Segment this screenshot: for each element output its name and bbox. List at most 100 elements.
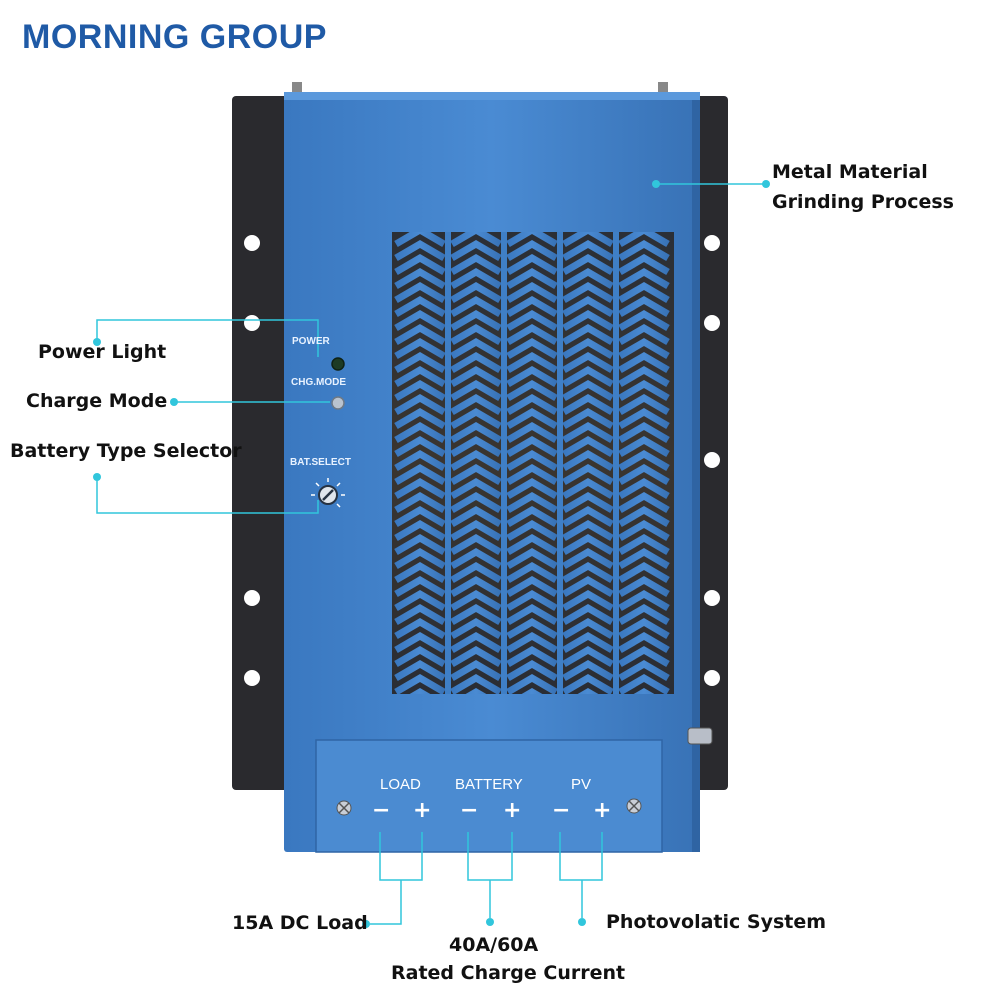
charge-mode-callout: Charge Mode xyxy=(26,390,168,412)
vent-slat xyxy=(618,519,670,542)
vent-slat xyxy=(618,631,670,654)
vent-slat xyxy=(618,393,670,416)
vent-slat xyxy=(450,631,502,654)
vent-slat xyxy=(506,253,558,276)
vent-slat xyxy=(506,533,558,556)
vent-slat xyxy=(450,407,502,430)
vent-slat xyxy=(450,351,502,374)
dc-load-callout: 15A DC Load xyxy=(232,912,368,934)
vent-slat xyxy=(394,407,446,430)
vent-slat xyxy=(506,407,558,430)
vent-slat xyxy=(394,337,446,360)
load-plus-sign: + xyxy=(413,798,432,823)
vent-slat xyxy=(562,631,614,654)
vent-slat xyxy=(450,659,502,682)
vent-slat xyxy=(450,253,502,276)
vent-slat xyxy=(394,351,446,374)
battery-terminal-label: BATTERY xyxy=(455,776,523,793)
vent-slat xyxy=(618,673,670,694)
vent-slat xyxy=(450,463,502,486)
vent-slat xyxy=(562,309,614,332)
vent-slat xyxy=(618,547,670,570)
vent-slat xyxy=(562,281,614,304)
vent-slat xyxy=(450,379,502,402)
vent-slat xyxy=(618,267,670,290)
vent-slat xyxy=(506,232,558,248)
vent-slat xyxy=(618,281,670,304)
vent-slat xyxy=(562,477,614,500)
load-minus-sign: − xyxy=(372,798,391,823)
vent-slat xyxy=(394,505,446,528)
vent-slat xyxy=(506,631,558,654)
vent-slat xyxy=(450,337,502,360)
vent-slat xyxy=(562,519,614,542)
vent-slat xyxy=(450,232,502,248)
vent-slat xyxy=(506,645,558,668)
bat-select-panel-label: BAT.SELECT xyxy=(290,457,351,468)
metal-material-line2: Grinding Process xyxy=(772,191,954,213)
vent-slat xyxy=(394,491,446,514)
vent-slat xyxy=(394,631,446,654)
vent-slat xyxy=(506,561,558,584)
power-panel-label: POWER xyxy=(292,336,330,347)
vent-rib xyxy=(445,232,451,694)
vent-slat xyxy=(394,617,446,640)
vent-slat xyxy=(394,295,446,318)
vent-slat xyxy=(506,435,558,458)
vent-slat xyxy=(450,547,502,570)
vent-slat xyxy=(562,617,614,640)
vent-slat xyxy=(394,519,446,542)
vent-slat xyxy=(506,239,558,262)
power-light-callout: Power Light xyxy=(38,341,167,363)
vent-slat xyxy=(562,533,614,556)
vent-slat xyxy=(409,687,431,694)
vent-slat xyxy=(394,435,446,458)
vent-slat xyxy=(506,267,558,290)
vent-slat xyxy=(562,295,614,318)
vent-slat xyxy=(450,561,502,584)
vent-slat xyxy=(450,365,502,388)
vent-slat xyxy=(394,659,446,682)
vent-slat xyxy=(450,645,502,668)
vent-rib xyxy=(557,232,563,694)
vent-slat xyxy=(618,407,670,430)
vent-slat xyxy=(618,365,670,388)
vent-slat xyxy=(618,463,670,486)
metal-material-callout: Metal Material Grinding Process xyxy=(772,157,954,217)
vent-slat xyxy=(450,421,502,444)
charge-current-line2: Rated Charge Current xyxy=(391,962,626,984)
vent-slat xyxy=(450,533,502,556)
vent-slat xyxy=(562,365,614,388)
vent-slat xyxy=(562,645,614,668)
battery-select-dial[interactable] xyxy=(311,478,345,508)
vent-slat xyxy=(618,645,670,668)
vent-slat xyxy=(562,659,614,682)
vent-slat xyxy=(506,603,558,626)
vent-slat xyxy=(506,491,558,514)
vent-slat xyxy=(562,351,614,374)
vent-slat xyxy=(618,309,670,332)
vent-slat xyxy=(450,323,502,346)
vent-slat xyxy=(618,435,670,458)
vent-slat xyxy=(506,589,558,612)
vent-slat xyxy=(394,575,446,598)
vent-slat xyxy=(506,449,558,472)
vent-slat xyxy=(394,393,446,416)
vent-slat xyxy=(618,421,670,444)
vent-slat xyxy=(562,589,614,612)
vent-slat xyxy=(562,323,614,346)
vent-slat xyxy=(506,547,558,570)
vent-slat xyxy=(618,603,670,626)
battery-selector-callout: Battery Type Selector xyxy=(10,440,242,462)
vent-slat xyxy=(450,519,502,542)
vent-slat xyxy=(562,407,614,430)
vent-slat xyxy=(562,547,614,570)
vent-slat xyxy=(394,645,446,668)
vent-slat xyxy=(394,449,446,472)
load-terminal-label: LOAD xyxy=(380,776,421,793)
vent-slat xyxy=(506,575,558,598)
vent-slat xyxy=(506,463,558,486)
vent-slat xyxy=(465,687,487,694)
vent-slat xyxy=(394,379,446,402)
vent-slat xyxy=(562,232,614,248)
